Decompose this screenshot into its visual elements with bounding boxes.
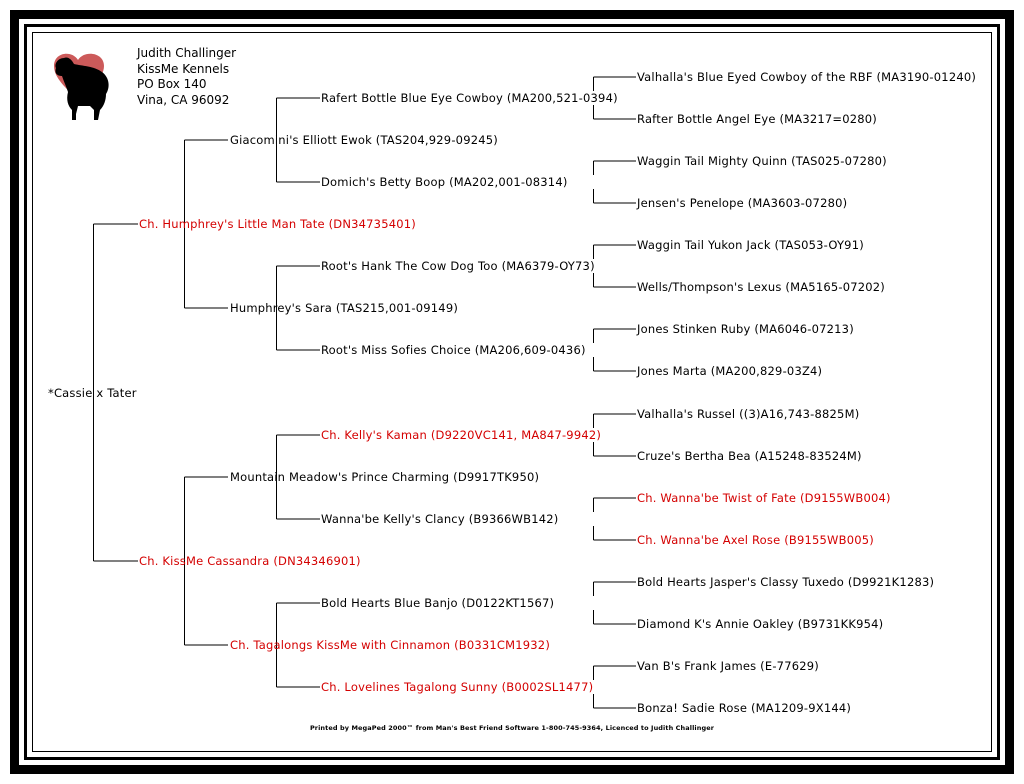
gen4-entry: Diamond K's Annie Oakley (B9731KK954) — [637, 617, 884, 631]
gen4-entry: Jones Stinken Ruby (MA6046-07213) — [637, 322, 854, 336]
gen4-entry: Wells/Thompson's Lexus (MA5165-07202) — [637, 280, 885, 294]
gen4-entry: Bold Hearts Jasper's Classy Tuxedo (D992… — [637, 575, 935, 589]
gen4-entry: Van B's Frank James (E-77629) — [637, 659, 819, 673]
gen4-entry: Valhalla's Russel ((3)A16,743-8825M) — [637, 407, 860, 421]
gen3-entry: Ch. Kelly's Kaman (D9220VC141, MA847-994… — [321, 428, 602, 442]
print-footer: Printed by MegaPed 2000™ from Man's Best… — [309, 724, 715, 732]
gen4-entry: Bonza! Sadie Rose (MA1209-9X144) — [637, 701, 852, 715]
gen3-entry: Rafert Bottle Blue Eye Cowboy (MA200,521… — [321, 91, 618, 105]
dam-name: Ch. KissMe Cassandra (DN34346901) — [139, 554, 361, 568]
gen3-entry: Ch. Lovelines Tagalong Sunny (B0002SL147… — [321, 680, 594, 694]
gen3-entry: Root's Miss Sofies Choice (MA206,609-043… — [321, 343, 586, 357]
outer-border — [10, 10, 1014, 774]
gen4-entry: Ch. Wanna'be Twist of Fate (D9155WB004) — [637, 491, 891, 505]
owner-name: Judith Challinger — [137, 46, 237, 60]
gen4-entry: Ch. Wanna'be Axel Rose (B9155WB005) — [637, 533, 874, 547]
middle-border — [24, 24, 1000, 760]
subject-name: *Cassie x Tater — [48, 386, 137, 400]
gen4-entry: Rafter Bottle Angel Eye (MA3217=0280) — [637, 112, 877, 126]
gen3-entry: Bold Hearts Blue Banjo (D0122KT1567) — [321, 596, 555, 610]
gen4-entry: Cruze's Bertha Bea (A15248-83524M) — [637, 449, 862, 463]
sire-name: Ch. Humphrey's Little Man Tate (DN347354… — [139, 217, 416, 231]
gen4-entry: Waggin Tail Yukon Jack (TAS053-OY91) — [637, 238, 864, 252]
gen2-entry: Ch. Tagalongs KissMe with Cinnamon (B033… — [230, 638, 551, 652]
gen4-entry: Waggin Tail Mighty Quinn (TAS025-07280) — [637, 154, 887, 168]
owner-address: PO Box 140 — [137, 77, 207, 91]
gen3-entry: Root's Hank The Cow Dog Too (MA6379-OY73… — [321, 259, 595, 273]
owner-city: Vina, CA 96092 — [137, 92, 230, 107]
gen2-entry: Giacomini's Elliott Ewok (TAS204,929-092… — [230, 133, 498, 147]
gen2-entry: Mountain Meadow's Prince Charming (D9917… — [230, 470, 540, 484]
kennel-name: KissMe Kennels — [137, 61, 230, 76]
gen3-entry: Wanna'be Kelly's Clancy (B9366WB142) — [321, 512, 559, 526]
inner-border — [32, 32, 992, 752]
gen4-entry: Jensen's Penelope (MA3603-07280) — [637, 196, 848, 210]
gen4-entry: Jones Marta (MA200,829-03Z4) — [637, 364, 823, 378]
gen2-entry: Humphrey's Sara (TAS215,001-09149) — [230, 301, 459, 315]
heart-dog-silhouette-icon — [54, 53, 109, 120]
gen4-entry: Valhalla's Blue Eyed Cowboy of the RBF (… — [637, 70, 977, 84]
owner-info: Judith Challinger KissMe Kennels PO Box … — [137, 46, 236, 108]
gen3-entry: Domich's Betty Boop (MA202,001-08314) — [321, 175, 568, 189]
